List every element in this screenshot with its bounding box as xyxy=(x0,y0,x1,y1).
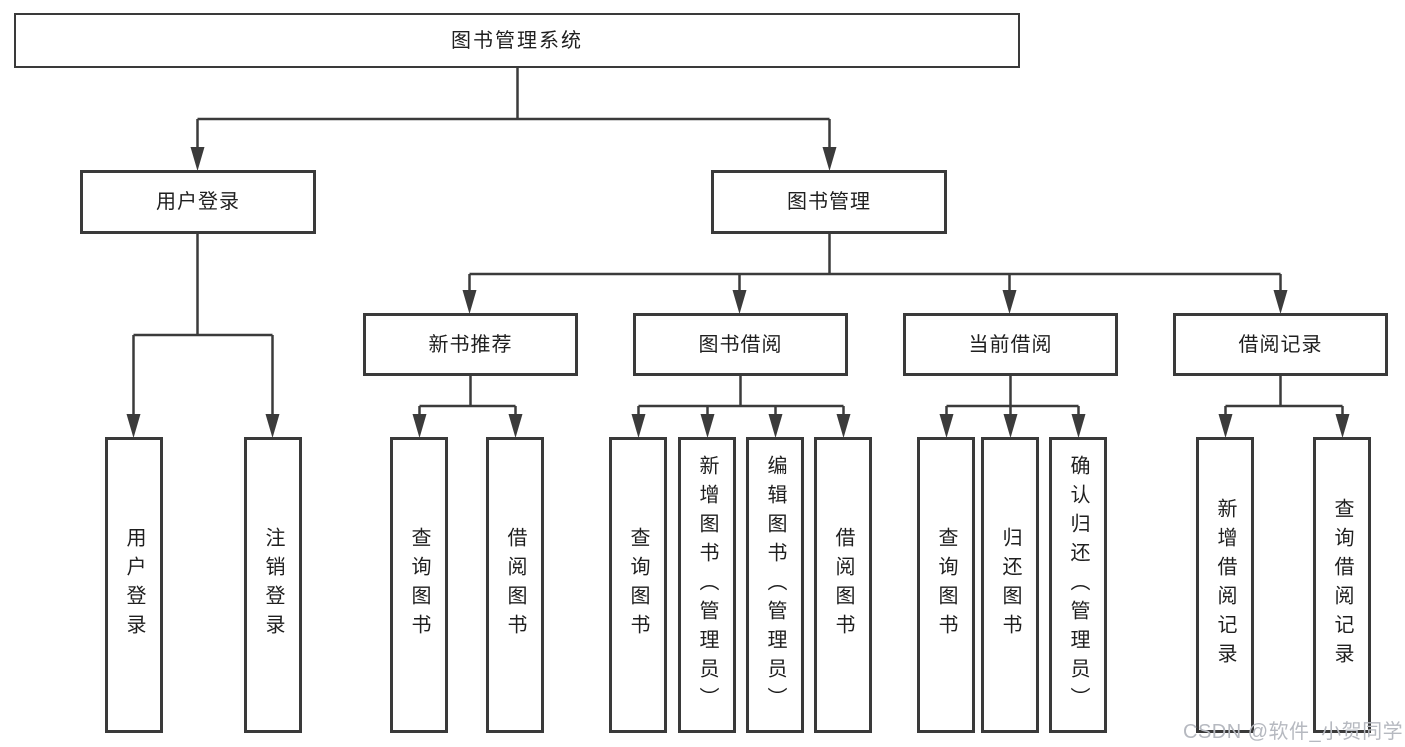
arrowheads-borrow-record-children xyxy=(1218,414,1350,438)
node-leaf-confirm-return-admin: 确认归还（管理员） xyxy=(1049,437,1107,733)
connector-current-borrow-children xyxy=(945,376,1080,416)
connector-new-book-rec-children xyxy=(418,376,517,416)
watermark-text: CSDN @软件_小贺同学 xyxy=(1183,721,1404,743)
arrowheads-user-login-children xyxy=(126,414,280,438)
node-leaf-edit-book-admin: 编辑图书（管理员） xyxy=(746,437,804,733)
connector-borrow-record-children xyxy=(1224,376,1344,416)
arrowheads-book-borrow-children xyxy=(631,414,851,438)
node-leaf-add-borrow-record: 新增借阅记录 xyxy=(1196,437,1254,733)
connector-book-mgmt-to-level3 xyxy=(468,234,1282,292)
arrowheads-current-borrow-children xyxy=(939,414,1086,438)
node-leaf-query-borrow-record: 查询借阅记录 xyxy=(1313,437,1371,733)
connector-user-login-children xyxy=(132,234,274,416)
node-leaf-query-book-1: 查询图书 xyxy=(390,437,448,733)
node-leaf-query-book-3: 查询图书 xyxy=(917,437,975,733)
arrowheads-level3 xyxy=(462,290,1288,314)
arrowheads-level2 xyxy=(190,147,837,171)
node-leaf-add-book-admin: 新增图书（管理员） xyxy=(678,437,736,733)
node-leaf-query-book-2: 查询图书 xyxy=(609,437,667,733)
node-leaf-borrow-book-1: 借阅图书 xyxy=(486,437,544,733)
node-book-management: 图书管理 xyxy=(711,170,947,234)
node-book-borrowing: 图书借阅 xyxy=(633,313,848,376)
node-borrowing-records: 借阅记录 xyxy=(1173,313,1388,376)
arrowheads-new-book-rec-children xyxy=(412,414,523,438)
connector-root-to-level2 xyxy=(196,68,831,150)
node-leaf-borrow-book-2: 借阅图书 xyxy=(814,437,872,733)
node-leaf-return-book: 归还图书 xyxy=(981,437,1039,733)
node-user-login: 用户登录 xyxy=(80,170,316,234)
node-leaf-logout: 注销登录 xyxy=(244,437,302,733)
node-library-management-system: 图书管理系统 xyxy=(14,13,1020,68)
node-new-book-recommend: 新书推荐 xyxy=(363,313,578,376)
node-current-borrowing: 当前借阅 xyxy=(903,313,1118,376)
node-leaf-user-login: 用户登录 xyxy=(105,437,163,733)
connector-book-borrow-children xyxy=(637,376,845,416)
